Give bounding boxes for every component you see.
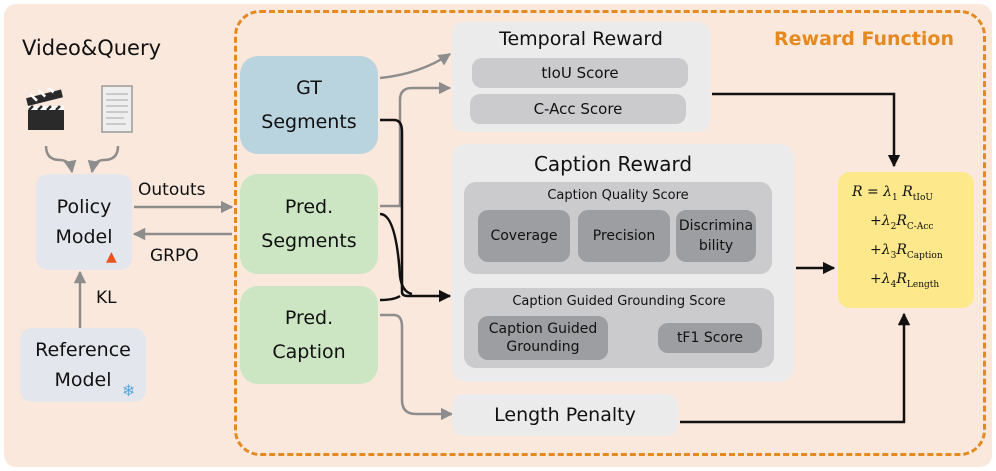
tiou-score: tIoU Score bbox=[472, 58, 688, 88]
pred-caption-box: Pred. Caption bbox=[240, 286, 378, 384]
document-icon bbox=[96, 84, 138, 136]
reward-function-label: Reward Function bbox=[774, 28, 954, 50]
clapperboard-icon bbox=[24, 84, 70, 134]
pred-caption-line1: Pred. bbox=[284, 307, 334, 329]
temporal-reward-panel: Temporal Reward tIoU Score C-Acc Score bbox=[452, 22, 710, 132]
formula-line-1: R = λ1 RtIoU bbox=[852, 184, 933, 203]
grpo-label: GRPO bbox=[150, 246, 199, 266]
pred-segments-box: Pred. Segments bbox=[240, 174, 378, 274]
formula-line-3: +λ3RCaption bbox=[870, 242, 943, 261]
formula-line-2: +λ2RC-Acc bbox=[870, 213, 934, 232]
gt-segments-line1: GT bbox=[296, 77, 322, 99]
coverage-score: Coverage bbox=[478, 210, 570, 262]
outputs-label: Outouts bbox=[138, 180, 206, 200]
policy-model-line1: Policy bbox=[56, 196, 112, 218]
caption-quality-title: Caption Quality Score bbox=[547, 188, 689, 203]
policy-model-box: Policy Model ▲ bbox=[36, 174, 132, 270]
tf1-score: tF1 Score bbox=[658, 323, 762, 353]
caption-guided-grounding-box: Caption Guided Grounding bbox=[478, 316, 608, 360]
caption-guided-grounding-line2: Grounding bbox=[506, 339, 580, 355]
gt-segments-line2: Segments bbox=[261, 111, 357, 133]
snowflake-icon: ❄ bbox=[122, 381, 136, 400]
caption-guided-grounding-title: Caption Guided Grounding Score bbox=[512, 294, 726, 309]
c-acc-score: C-Acc Score bbox=[470, 94, 686, 124]
reward-function-region bbox=[234, 10, 986, 456]
pred-caption-line2: Caption bbox=[272, 341, 346, 363]
gt-segments-box: GT Segments bbox=[240, 56, 378, 154]
length-penalty-box: Length Penalty bbox=[452, 394, 678, 436]
video-query-title: Video&Query bbox=[22, 36, 162, 60]
caption-guided-grounding-line1: Caption Guided bbox=[488, 321, 598, 337]
temporal-reward-title: Temporal Reward bbox=[499, 28, 663, 50]
reference-model-line2: Model bbox=[54, 369, 112, 391]
reference-model-line1: Reference bbox=[35, 339, 131, 361]
precision-score: Precision bbox=[578, 210, 670, 262]
reward-formula: R = λ1 RtIoU +λ2RC-Acc +λ3RCaption +λ4RL… bbox=[838, 172, 974, 308]
pred-segments-line1: Pred. bbox=[284, 196, 334, 218]
caption-quality-panel: Caption Quality Score Coverage Precision… bbox=[464, 182, 772, 274]
caption-guided-grounding-panel: Caption Guided Grounding Score Caption G… bbox=[464, 288, 774, 368]
discriminability-score: Discrimina bility bbox=[676, 210, 756, 262]
formula-line-4: +λ4RLength bbox=[870, 271, 940, 290]
fire-icon: ▲ bbox=[106, 249, 117, 265]
caption-reward-panel: Caption Reward Caption Quality Score Cov… bbox=[452, 144, 794, 382]
pred-segments-line2: Segments bbox=[261, 230, 357, 252]
reference-model-box: Reference Model ❄ bbox=[20, 328, 146, 402]
kl-label: KL bbox=[96, 288, 117, 308]
policy-model-line2: Model bbox=[55, 226, 113, 248]
caption-reward-title: Caption Reward bbox=[533, 152, 693, 176]
